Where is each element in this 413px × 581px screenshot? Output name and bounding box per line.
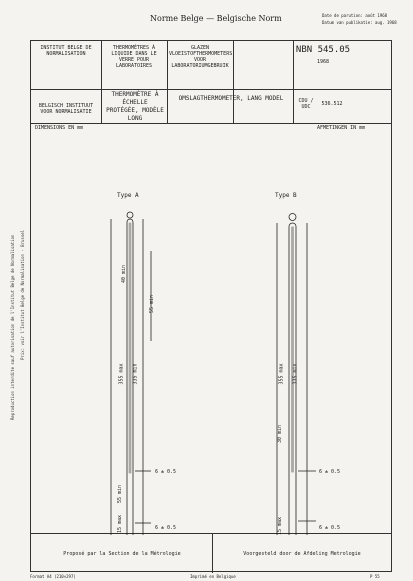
type-a-label: Type A bbox=[117, 192, 139, 199]
cdu-number: 536.512 bbox=[321, 101, 343, 107]
dim-a-2: 55 min bbox=[149, 294, 156, 314]
price-code: P 55 bbox=[370, 574, 380, 579]
footer-right: Voorgesteld door de Afdeling Metrologie bbox=[243, 551, 361, 557]
dim-a-6: 55 min bbox=[117, 484, 124, 504]
dim-a-4: 335 min bbox=[132, 363, 139, 385]
document-number: NBN 545.05 bbox=[295, 45, 351, 55]
document-frame: INSTITUT BELGE DE NORMALISATION BELGISCH… bbox=[30, 40, 392, 573]
printed-in: Imprimé en Belgique bbox=[190, 574, 236, 579]
dim-b-6: 6 ± 0.5 bbox=[319, 525, 341, 531]
dim-a-8: 6 ± 0.5 bbox=[155, 525, 177, 531]
cdu-label: CDU / UDC bbox=[298, 98, 314, 110]
dim-b-3: 30 min bbox=[277, 424, 284, 444]
publication-date-fr: Date de parution: août 1968 bbox=[322, 13, 388, 18]
print-format: Format A4 (210×297) bbox=[30, 574, 76, 579]
norm-title: Norme Belge — Belgische Norm bbox=[150, 14, 282, 23]
title-fr: THERMOMÈTRE À ÉCHELLE PROTÉGÉE, MODÈLE L… bbox=[106, 91, 164, 122]
dim-a-3: 355 max bbox=[118, 363, 125, 385]
side-note-2: Prix: voir l'Institut Belge de Normalisa… bbox=[20, 229, 25, 360]
dim-a-7: 15 max bbox=[117, 514, 124, 534]
side-note-1: Reproduction interdite sauf autorisation… bbox=[10, 234, 15, 420]
dimensions-nl: AFMETINGEN IN mm bbox=[317, 125, 366, 131]
title-nl: OMSLAGTHERMOMETER, LANG MODEL bbox=[178, 95, 284, 102]
dim-a-5: 6 ± 0.5 bbox=[155, 469, 177, 475]
document-year: 1968 bbox=[316, 59, 330, 65]
dim-b-2: 335 min bbox=[292, 363, 299, 385]
dim-b-5: 15 max bbox=[277, 516, 284, 536]
series-nl: GLAZEN VLOEISTOFTHERMOMETERS VOOR LABORA… bbox=[169, 45, 233, 69]
thermometer-drawing bbox=[110, 211, 316, 535]
footer-left: Proposé par la Section de la Métrologie bbox=[63, 551, 181, 557]
type-b-label: Type B bbox=[275, 192, 297, 199]
dimensions-fr: DIMENSIONS EN mm bbox=[35, 125, 84, 131]
dim-b-1: 355 max bbox=[278, 363, 285, 385]
series-fr: THERMOMÈTRES À LIQUIDE DANS LE VERRE POU… bbox=[111, 45, 157, 69]
dim-a-1: 40 min bbox=[121, 264, 128, 284]
institute-nl: BELGISCH INSTITUUT VOOR NORMALISATIE bbox=[38, 103, 94, 115]
publication-date-nl: Datum van publikatie: aug. 1968 bbox=[322, 20, 397, 25]
dim-b-4: 6 ± 0.5 bbox=[319, 469, 341, 475]
institute-fr: INSTITUT BELGE DE NORMALISATION bbox=[40, 45, 92, 57]
